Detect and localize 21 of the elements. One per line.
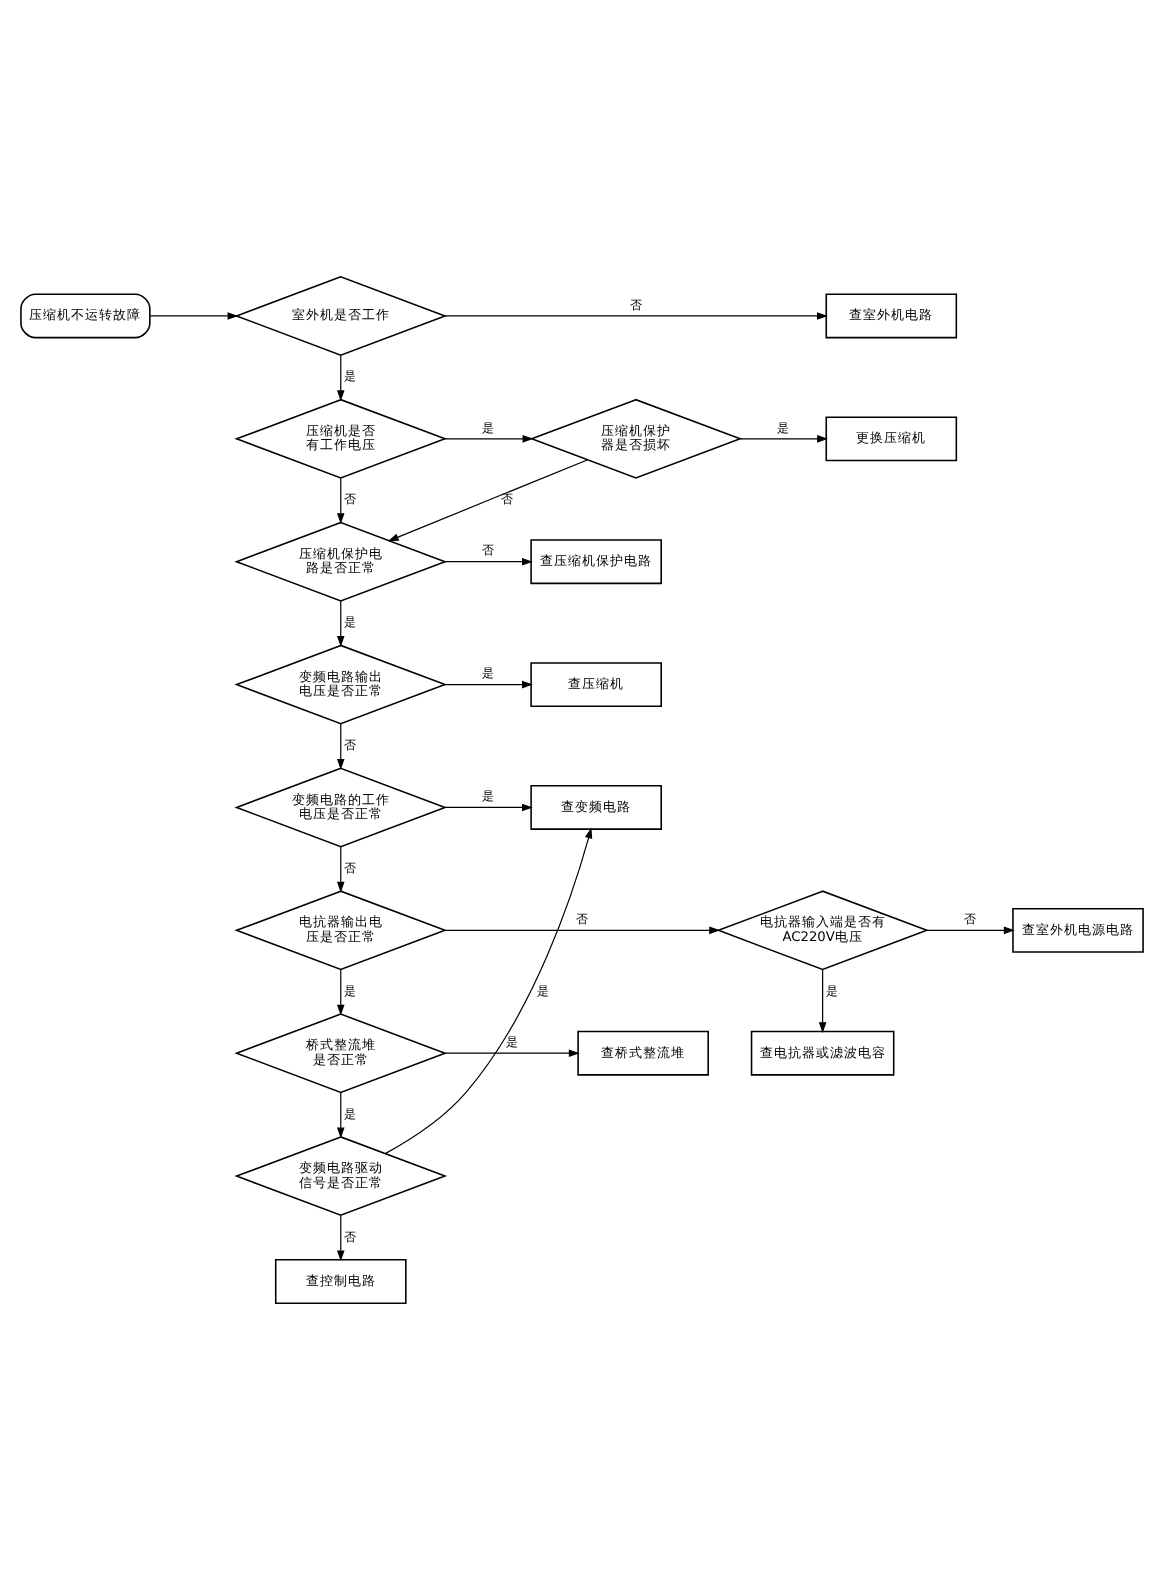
arrow: [444, 435, 534, 443]
arrow: [336, 1091, 345, 1139]
arrow: [926, 926, 1015, 935]
arrow: [336, 846, 345, 893]
arrow: [336, 600, 345, 647]
arrow: [336, 723, 345, 770]
arrow: [444, 803, 533, 812]
arrow: [739, 435, 828, 443]
arrow: [149, 312, 239, 320]
arrow: [336, 354, 345, 402]
arrow: [444, 1049, 580, 1057]
arrow: [444, 680, 533, 689]
arrow: [336, 969, 345, 1016]
arrow: [444, 926, 721, 935]
arrow: [384, 827, 593, 1155]
arrow: [387, 459, 588, 542]
arrow: [336, 1215, 345, 1262]
arrow: [444, 312, 828, 320]
arrow: [818, 969, 827, 1034]
arrow: [444, 557, 533, 566]
arrow: [336, 477, 345, 525]
